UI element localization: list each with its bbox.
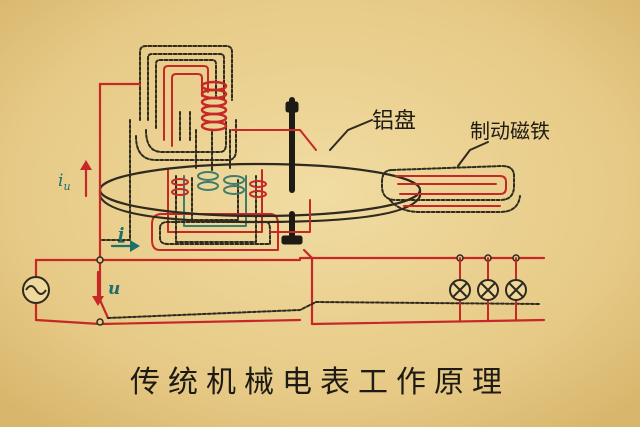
arrow-up-icon xyxy=(80,160,92,198)
lamp-icon xyxy=(449,257,471,321)
brake-magnet-label: 制动磁铁 xyxy=(470,119,550,143)
disk-spindle xyxy=(281,97,303,245)
current-i-label: i xyxy=(118,225,124,245)
ac-source-icon xyxy=(22,276,50,304)
arrows xyxy=(80,160,140,306)
lamp-icon xyxy=(477,257,499,321)
arrow-right-icon xyxy=(110,240,140,252)
aluminum-disk-label: 铝盘 xyxy=(372,109,416,134)
arrow-down-icon xyxy=(92,270,104,306)
brake-magnet xyxy=(381,165,521,213)
load-lamps xyxy=(449,257,527,321)
current-iu-label: iu xyxy=(58,171,71,193)
voltage-u-label: u xyxy=(108,279,120,299)
lamp-icon xyxy=(505,257,527,321)
diagram-title: 传统机械电表工作原理 xyxy=(130,365,510,400)
current-coil xyxy=(151,169,279,251)
